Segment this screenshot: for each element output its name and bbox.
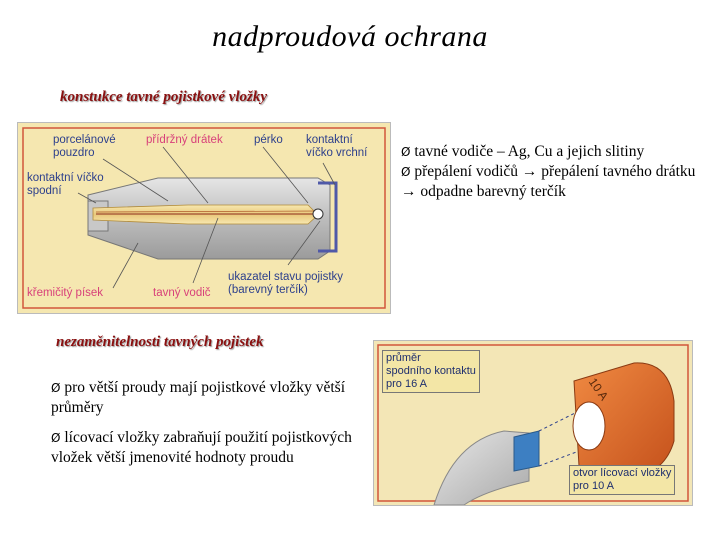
spring-icon <box>312 208 324 220</box>
bullet-item: Ø lícovací vložky zabraňují použití poji… <box>51 429 352 466</box>
bullet-arrow-icon: Ø <box>401 145 411 159</box>
label-spring: pérko <box>254 134 283 146</box>
bullet-item: Ø přepálení vodičů → přepálení tavného d… <box>401 163 696 200</box>
gauge-ring-figure: průměr spodního kontaktu pro 16 A 10 A o… <box>373 340 693 506</box>
construction-bullets: Ø tavné vodiče – Ag, Cu a jejich slitiny… <box>401 142 701 202</box>
label-fuse-wire: tavný vodič <box>153 287 211 299</box>
label-contact-diameter: průměr spodního kontaktu pro 16 A <box>382 350 480 393</box>
label-gauge-hole: otvor lícovací vložky pro 10 A <box>569 465 676 495</box>
gauge-ring-drawing <box>377 344 689 505</box>
page-title: nadproudová ochrana <box>212 20 488 53</box>
bullet-arrow-icon: Ø <box>401 165 411 179</box>
bullet-arrow-icon: Ø <box>51 431 61 445</box>
section-heading-construction: konstukce tavné pojistkové vložky <box>60 89 268 105</box>
blue-contact <box>513 430 540 472</box>
bullet-item: Ø pro větší proudy mají pojistkové vložk… <box>51 379 346 416</box>
bullet-item: Ø tavné vodiče – Ag, Cu a jejich slitiny <box>401 143 645 160</box>
label-sand: křemičitý písek <box>27 287 104 299</box>
fuse-cross-section-drawing <box>22 127 386 309</box>
bullet-arrow-icon: Ø <box>51 381 61 395</box>
label-holding-wire: přídržný drátek <box>146 134 223 146</box>
top-contact-cap <box>318 181 338 253</box>
cartridge-body <box>433 430 530 505</box>
interchangeability-bullets: Ø pro větší proudy mají pojistkové vložk… <box>51 378 366 478</box>
section-heading-noninterchangeability: nezaměnitelnosti tavných pojistek <box>56 334 264 350</box>
label-indicator: ukazatel stavu pojistky(barevný terčík) <box>228 271 344 296</box>
